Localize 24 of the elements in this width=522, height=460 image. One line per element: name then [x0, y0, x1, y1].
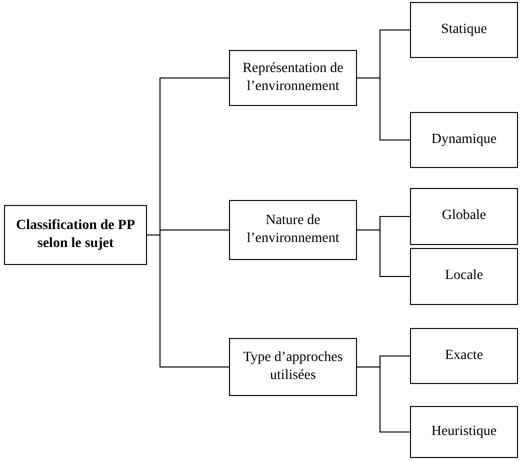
- category-box: [410, 112, 518, 168]
- category-box: [410, 2, 518, 58]
- category-box: [410, 328, 518, 384]
- node-label: Statique: [441, 20, 487, 39]
- node-label: Globale: [442, 207, 486, 226]
- category-box: [410, 406, 518, 458]
- category-box: [410, 188, 518, 245]
- category-box: [229, 338, 357, 396]
- node-label: Classification de PP selon le sujet: [15, 216, 136, 253]
- node-label: Type d’approches utilisées: [242, 348, 344, 385]
- category-box: [229, 50, 357, 106]
- connector-line: [356, 78, 410, 140]
- node-label: Heuristique: [431, 422, 497, 441]
- node-label: Représentation de l’environnement: [242, 60, 344, 96]
- connector-line: [356, 230, 410, 277]
- connector-line: [356, 366, 410, 432]
- category-box: [229, 200, 357, 260]
- category-box: [410, 248, 518, 305]
- node-label: Locale: [444, 267, 484, 286]
- node-label: Nature de l’environnement: [246, 212, 340, 248]
- connector-line: [146, 234, 230, 368]
- node-label: Exacte: [444, 346, 484, 365]
- node-label: Dynamique: [431, 130, 497, 149]
- root-box: [4, 205, 147, 265]
